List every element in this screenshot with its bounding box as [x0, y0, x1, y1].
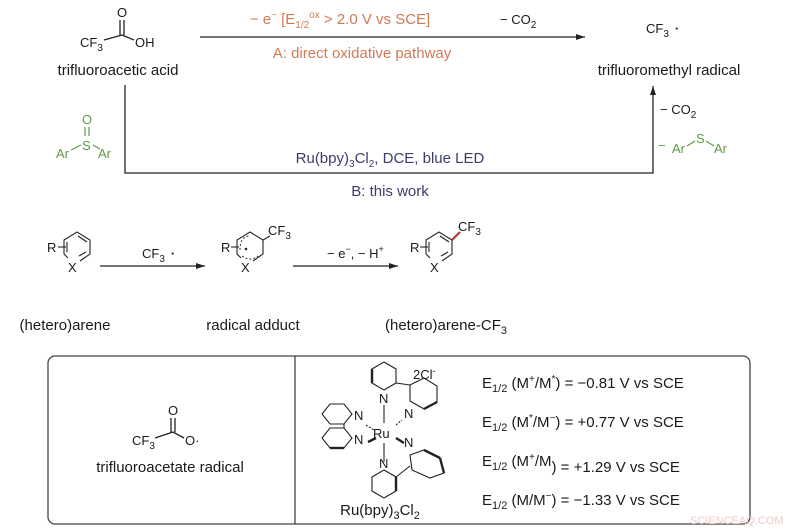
svg-text:X: X: [68, 260, 77, 275]
svg-text:CF3: CF3: [458, 219, 481, 238]
tfa-radical-label: trifluoroacetate radical: [96, 459, 244, 476]
redox-potentials-list: E1/2 (M+/M*) = −0.81 V vs SCE E1/2 (M*/M−…: [482, 374, 684, 512]
svg-text:−: −: [658, 138, 666, 153]
product-label: (hetero)arene-CF3: [385, 317, 507, 337]
catalyst-label: Ru(bpy)3Cl2: [340, 502, 420, 522]
svg-text:S: S: [82, 138, 91, 153]
ru-bpy3-structure: N N N N N N Ru 2Cl-: [321, 361, 446, 499]
path-b-co2: − CO2: [660, 102, 697, 121]
svg-text:N: N: [354, 408, 363, 423]
trifluoroacetic-acid-structure: O CF3 OH: [80, 5, 155, 54]
diaryl-sulfide-structure: − Ar S Ar: [658, 131, 728, 156]
arene-label: (hetero)arene: [20, 317, 111, 334]
info-box: [47, 355, 751, 525]
svg-text:S: S: [696, 131, 705, 146]
svg-text:Ar: Ar: [672, 141, 686, 156]
path-b-arrow: [124, 85, 656, 174]
svg-text:CF3: CF3: [268, 223, 291, 242]
cf3-radical: CF3·: [646, 21, 679, 40]
redox-potential-row: E1/2 (M*/M−) = +0.77 V vs SCE: [482, 413, 684, 434]
svg-text:O: O: [168, 403, 178, 418]
svg-text:N: N: [379, 456, 388, 471]
trifluoromethylated-arene-structure: R X CF3: [410, 219, 481, 275]
path-a-condition: − e− [E1/2ox > 2.0 V vs SCE]: [250, 10, 430, 31]
svg-text:R: R: [47, 240, 56, 255]
path-b-condition: Ru(bpy)3Cl2, DCE, blue LED: [296, 150, 485, 170]
svg-text:O·: O·: [185, 433, 199, 448]
svg-text:CF3: CF3: [132, 433, 155, 452]
cf3-radical-label: trifluoromethyl radical: [598, 62, 741, 79]
svg-text:R: R: [221, 240, 230, 255]
svg-text:CF3: CF3: [80, 35, 103, 54]
svg-text:O: O: [82, 112, 92, 127]
watermark: SCIENCEAQ.COM: [690, 515, 784, 527]
redox-potential-row: E1/2 (M/M−) = −1.33 V vs SCE: [482, 491, 680, 512]
arene-structure: R X: [47, 231, 91, 275]
trifluoroacetate-radical-structure: O CF3 O·: [132, 403, 199, 452]
path-b-label: B: this work: [351, 183, 429, 200]
svg-text:N: N: [404, 435, 413, 450]
redox-potential-row: E1/2 (M+/M) = +1.29 V vs SCE: [482, 452, 680, 476]
step2-reagent: − e−, − H+: [327, 244, 384, 261]
svg-text:R: R: [410, 240, 419, 255]
svg-text:X: X: [430, 260, 439, 275]
svg-text:Ru: Ru: [373, 426, 390, 441]
svg-text:Ar: Ar: [56, 146, 70, 161]
svg-text:2Cl-: 2Cl-: [413, 366, 436, 382]
new-cf3-bond: [451, 231, 461, 241]
path-a-label: A: direct oxidative pathway: [273, 45, 452, 62]
radical-adduct-structure: R X CF3: [221, 223, 291, 275]
svg-text:Ar: Ar: [98, 146, 112, 161]
path-a-co2: − CO2: [500, 12, 537, 31]
diaryl-sulfoxide-structure: O S Ar Ar: [56, 112, 112, 161]
svg-text:X: X: [241, 260, 250, 275]
radical-adduct-label: radical adduct: [206, 317, 300, 334]
svg-text:N: N: [354, 432, 363, 447]
svg-text:OH: OH: [135, 35, 155, 50]
svg-text:N: N: [379, 391, 388, 406]
tfa-label: trifluoroacetic acid: [58, 62, 179, 79]
redox-potential-row: E1/2 (M+/M*) = −0.81 V vs SCE: [482, 374, 684, 395]
svg-text:N: N: [404, 406, 413, 421]
svg-text:Ar: Ar: [714, 141, 728, 156]
step1-reagent: CF3·: [142, 246, 175, 265]
svg-text:O: O: [117, 5, 127, 20]
